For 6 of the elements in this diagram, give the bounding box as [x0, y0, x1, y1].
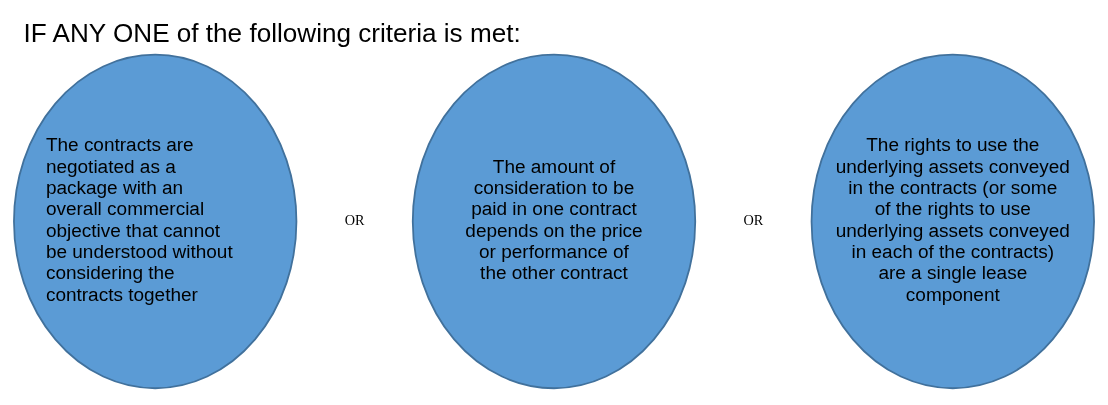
node-ellipse: The contracts are negotiated as a package with an overall commercial objective that cannot be understood without considering the contracts together: [13, 53, 298, 390]
node-ellipse: The amount of consideration to be paid in one contract depends on the price or performance of the other contract: [411, 53, 697, 390]
node-ellipse: The rights to use the underlying assets conveyed in the contracts (or some of the rights to use underlying assets conveyed in each of the contracts) are a single lease component: [810, 53, 1095, 390]
diagram-title: IF ANY ONE of the following criteria is met:: [23, 18, 521, 49]
label: OR: [344, 212, 365, 229]
label: OR: [743, 212, 764, 229]
